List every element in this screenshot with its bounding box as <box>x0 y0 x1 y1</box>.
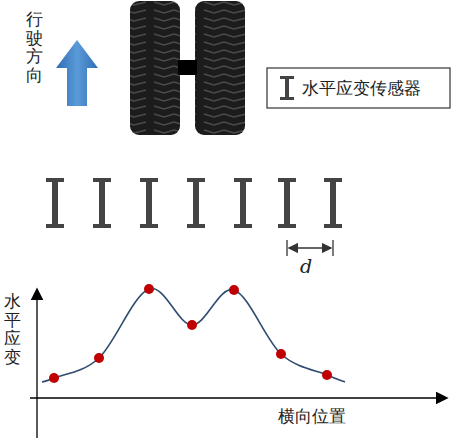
sensor-symbol <box>46 178 64 228</box>
sensor-symbol <box>140 178 158 228</box>
sensor-symbol <box>93 178 111 228</box>
direction-arrow <box>56 40 98 106</box>
data-point <box>187 320 197 330</box>
dimension-label: d <box>300 255 312 277</box>
data-point <box>276 349 286 359</box>
dual-tire <box>130 1 245 135</box>
sensor-symbol <box>280 76 294 100</box>
sensor-symbol <box>278 178 296 228</box>
legend-text: 水平应变传感器 <box>302 77 421 100</box>
data-point <box>49 373 59 383</box>
data-point <box>229 285 239 295</box>
axis-label: 水平应变 <box>4 292 21 367</box>
strain-curve <box>42 288 345 382</box>
dimension-line <box>287 240 333 256</box>
direction-label: 行驶方向 <box>26 10 43 85</box>
legend-box <box>267 68 450 108</box>
data-point <box>94 353 104 363</box>
sensor-row <box>46 178 342 228</box>
sensor-symbol <box>234 178 252 228</box>
data-points <box>49 284 332 383</box>
sensor-symbol <box>187 178 205 228</box>
axis-label: 横向位置 <box>278 405 346 428</box>
sensor-symbol <box>324 178 342 228</box>
data-point <box>322 370 332 380</box>
data-point <box>144 284 154 294</box>
